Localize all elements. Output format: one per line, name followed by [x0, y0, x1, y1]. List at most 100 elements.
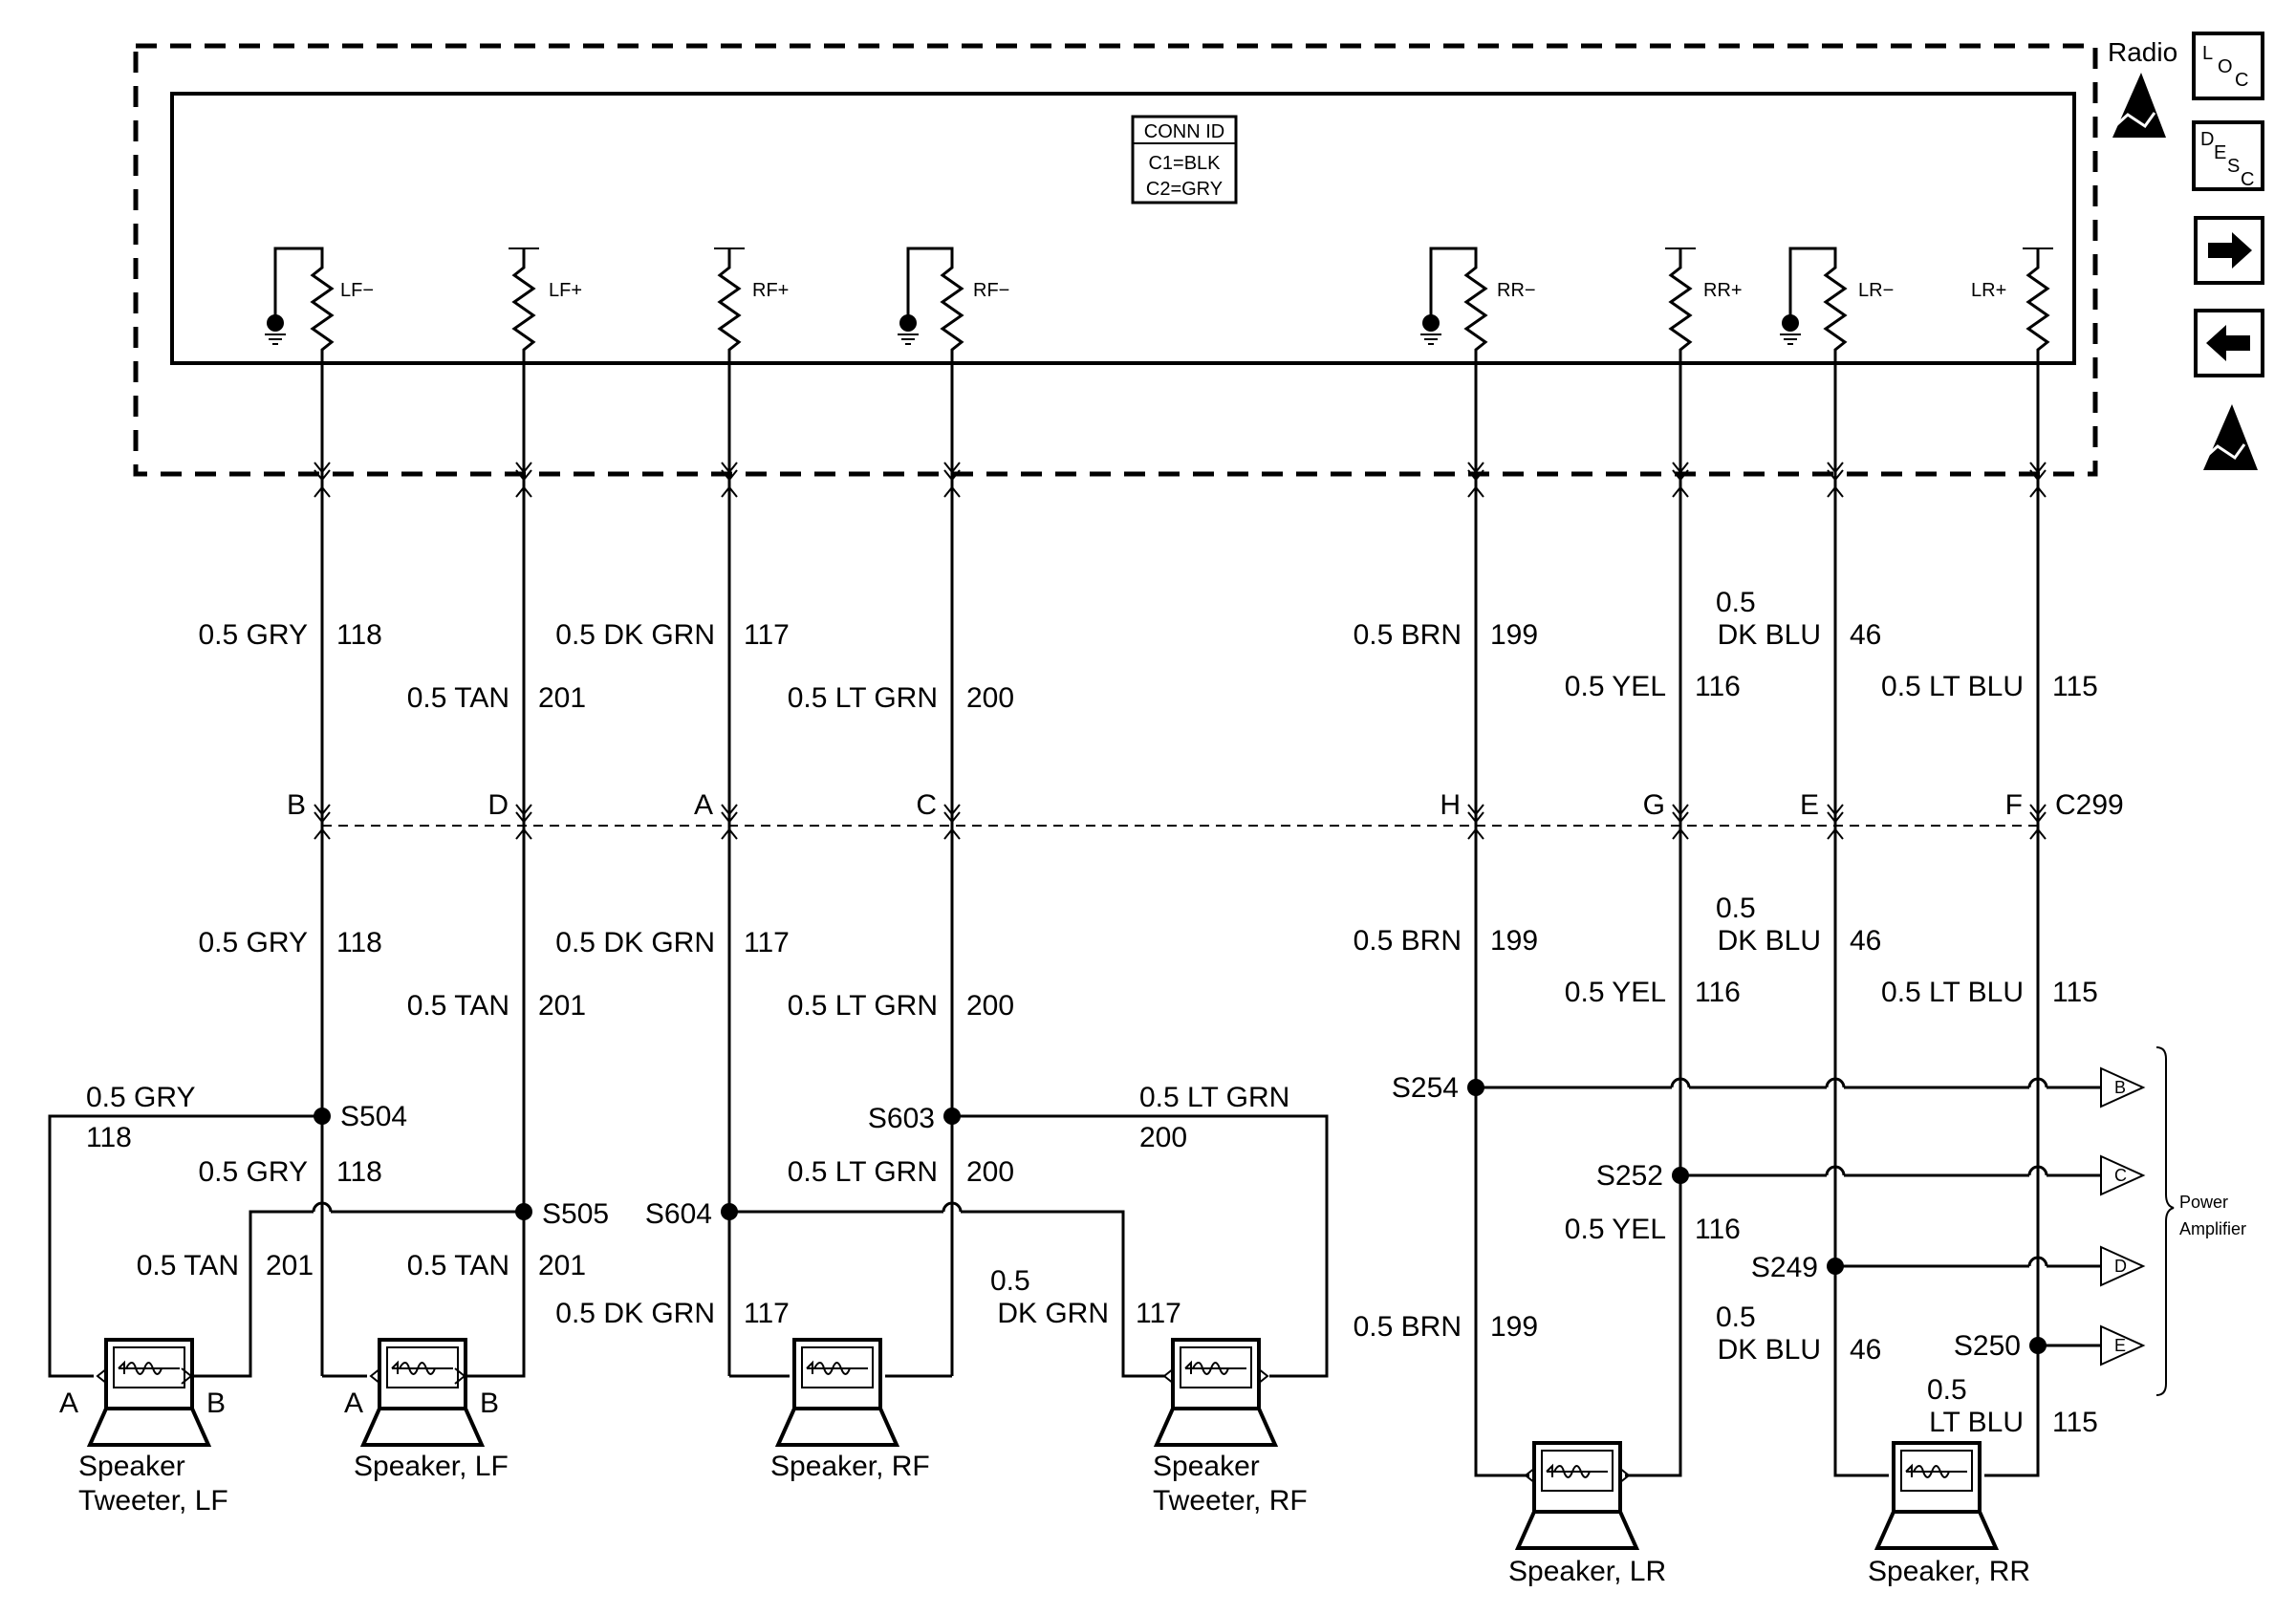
svg-text:118: 118	[336, 927, 382, 958]
terminal-lr-minus: LR−	[1779, 247, 1894, 361]
svg-text:0.5 YEL: 0.5 YEL	[1565, 977, 1666, 1008]
svg-text:117: 117	[1136, 1298, 1181, 1329]
svg-text:G: G	[1643, 789, 1665, 821]
splice-s250-label: S250	[1954, 1330, 2021, 1362]
svg-text:0.5 GRY: 0.5 GRY	[198, 927, 308, 958]
svg-text:Tweeter, RF: Tweeter, RF	[1153, 1485, 1308, 1517]
svg-text:C: C	[916, 789, 937, 821]
svg-text:0.5 DK GRN: 0.5 DK GRN	[555, 1298, 715, 1329]
rf-circuits	[729, 1114, 1329, 1378]
svg-text:Speaker, RF: Speaker, RF	[770, 1451, 930, 1482]
svg-text:200: 200	[966, 682, 1014, 714]
svg-text:DK BLU: DK BLU	[1718, 619, 1821, 651]
svg-text:117: 117	[744, 619, 790, 651]
svg-text:116: 116	[1695, 1214, 1741, 1245]
svg-text:LT BLU: LT BLU	[1929, 1407, 2024, 1438]
splice-s603-label: S603	[868, 1103, 935, 1134]
speaker-lr: Speaker, LR	[1508, 1441, 1666, 1587]
svg-text:Speaker, RR: Speaker, RR	[1868, 1556, 2030, 1587]
loc-icon[interactable]: L O C	[2192, 32, 2264, 100]
svg-text:199: 199	[1490, 619, 1538, 651]
svg-text:Speaker: Speaker	[1153, 1451, 1260, 1482]
svg-text:E: E	[2214, 142, 2226, 163]
radio-title: Radio	[2108, 37, 2177, 67]
radio-internal-box	[170, 92, 2076, 365]
svg-text:B: B	[480, 1388, 499, 1419]
svg-text:0.5: 0.5	[1716, 1302, 1756, 1333]
prev-arrow-icon[interactable]	[2194, 309, 2264, 377]
svg-text:A: A	[694, 789, 713, 821]
splice-s252	[1672, 1167, 1689, 1184]
svg-text:117: 117	[744, 1298, 790, 1329]
esd-icon-radio	[2107, 73, 2166, 138]
connector-c299: B D A C H G E F C299	[287, 789, 2124, 840]
svg-text:B: B	[206, 1388, 226, 1419]
svg-text:0.5 LT GRN: 0.5 LT GRN	[788, 990, 938, 1022]
svg-text:200: 200	[1139, 1122, 1187, 1153]
next-arrow-icon[interactable]	[2194, 216, 2264, 285]
svg-text:0.5 GRY: 0.5 GRY	[198, 1156, 308, 1188]
svg-text:201: 201	[538, 990, 586, 1022]
terminal-lr-plus: LR+	[1971, 247, 2053, 361]
lower-wire-labels: 0.5 GRY 118 0.5 TAN 201 0.5 DK GRN 117 0…	[198, 893, 2097, 1022]
splice-s603	[943, 1108, 961, 1125]
svg-text:0.5: 0.5	[1927, 1374, 1967, 1406]
svg-text:118: 118	[86, 1122, 132, 1153]
splice-s504-label: S504	[340, 1101, 407, 1132]
svg-text:0.5 LT BLU: 0.5 LT BLU	[1881, 671, 2024, 702]
svg-text:118: 118	[336, 1156, 382, 1188]
svg-text:0.5 BRN: 0.5 BRN	[1354, 1311, 1462, 1343]
svg-text:0.5 DK GRN: 0.5 DK GRN	[555, 619, 715, 651]
svg-text:0.5: 0.5	[1716, 893, 1756, 924]
svg-text:0.5 LT BLU: 0.5 LT BLU	[1881, 977, 2024, 1008]
speaker-lf: A B Speaker, LF	[344, 1338, 509, 1482]
conn-id-c2: C2=GRY	[1146, 179, 1223, 200]
svg-text:Speaker, LF: Speaker, LF	[354, 1451, 509, 1482]
esd-icon	[2197, 404, 2258, 470]
svg-text:115: 115	[2052, 671, 2098, 702]
svg-text:RR+: RR+	[1703, 280, 1743, 301]
svg-text:Speaker: Speaker	[78, 1451, 185, 1482]
svg-text:200: 200	[966, 990, 1014, 1022]
svg-text:E: E	[2114, 1336, 2126, 1355]
svg-text:115: 115	[2052, 977, 2098, 1008]
svg-text:S: S	[2227, 156, 2240, 177]
conn-id-c1: C1=BLK	[1148, 153, 1221, 174]
svg-text:46: 46	[1850, 619, 1881, 651]
svg-text:H: H	[1440, 789, 1461, 821]
svg-text:RF+: RF+	[752, 280, 789, 301]
speaker-rr: Speaker, RR	[1868, 1441, 2030, 1587]
svg-text:0.5 BRN: 0.5 BRN	[1354, 619, 1462, 651]
svg-text:199: 199	[1490, 1311, 1538, 1343]
svg-text:0.5 LT GRN: 0.5 LT GRN	[788, 1156, 938, 1188]
radio-component-outline	[133, 43, 2098, 477]
svg-text:115: 115	[2052, 1407, 2098, 1438]
connector-id: C299	[2055, 789, 2124, 821]
svg-text:D: D	[2114, 1257, 2127, 1276]
terminal-lf-minus: LF−	[264, 247, 374, 361]
svg-text:O: O	[2218, 56, 2233, 77]
svg-text:B: B	[2114, 1078, 2126, 1097]
svg-text:LR+: LR+	[1971, 280, 2006, 301]
desc-icon[interactable]: D E S C	[2192, 120, 2264, 191]
svg-text:46: 46	[1850, 925, 1881, 957]
radio-connector-arrows	[314, 462, 2047, 498]
splice-s249	[1827, 1258, 1844, 1275]
splice-s604	[721, 1203, 738, 1220]
svg-text:RR−: RR−	[1497, 280, 1536, 301]
svg-text:A: A	[344, 1388, 363, 1419]
svg-text:201: 201	[538, 1250, 586, 1281]
svg-text:F: F	[2005, 789, 2023, 821]
terminal-lf-plus: LF+	[509, 247, 582, 361]
svg-text:0.5 GRY: 0.5 GRY	[86, 1082, 196, 1113]
svg-text:Tweeter, LF: Tweeter, LF	[78, 1485, 228, 1517]
svg-text:LF−: LF−	[340, 280, 374, 301]
svg-text:200: 200	[966, 1156, 1014, 1188]
lf-circuits	[48, 822, 526, 1378]
speaker-rf: Speaker, RF	[770, 1338, 930, 1482]
svg-text:D: D	[2200, 129, 2214, 150]
svg-text:0.5 TAN: 0.5 TAN	[137, 1250, 239, 1281]
power-amplifier: B C D E Power Amplifier	[2100, 1046, 2246, 1396]
svg-text:0.5: 0.5	[990, 1265, 1030, 1297]
